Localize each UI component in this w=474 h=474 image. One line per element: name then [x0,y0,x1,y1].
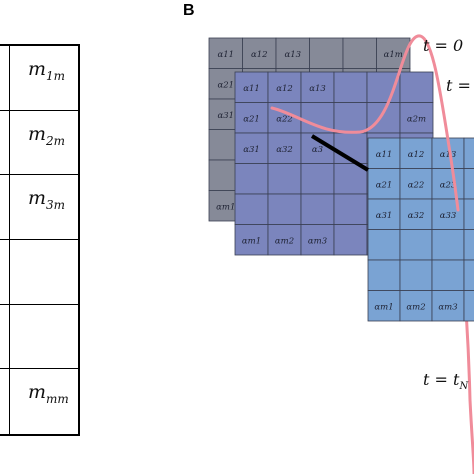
layer-middle-cell [234,224,269,256]
layer-back-cell [242,37,277,69]
layer-back-cell-label: α21 [217,80,234,90]
layer-front-cell [463,168,474,200]
matrix-a-cell-1: m1m [10,46,80,111]
layer-middle-cell-label: α11 [243,84,260,94]
layer-middle-cell-label: α13 [309,84,326,94]
layer-middle-cell-label: αm2 [275,236,294,246]
layer-middle-cell [234,132,269,164]
layer-middle-cell [234,163,269,195]
matrix-a-cell-5 [10,305,80,370]
layer-front-cell [367,137,401,169]
matrix-a-cell-3: m3m [10,175,80,240]
layer-front-cell [463,137,474,169]
layer-front-cell [399,137,433,169]
layer-back-cell-label: α31 [217,111,234,121]
connector-line-1 [310,134,370,172]
layer-front-cell [367,168,401,200]
layer-middle-cell-label: α32 [276,145,293,155]
layer-front-cell-label: α11 [376,150,393,160]
layer-front-cell [367,229,401,261]
matrix-a: m1m m2m m3m mmm [0,44,80,436]
time-label-t0: t = 0 [423,36,464,55]
layer-middle-cell-label: α2m [407,114,426,124]
layer-front-cell-label: α21 [376,180,393,190]
layer-front-cell [431,259,465,291]
matrix-a-gutter [0,304,10,370]
time-label-tN: t = tN [423,370,469,393]
matrix-a-gutter [0,239,10,305]
layer-front-cell [463,198,474,230]
layer-middle-cell [267,71,302,103]
layer-middle-cell [333,102,368,134]
layer-middle-cell [267,224,302,256]
layer-middle-cell [267,132,302,164]
layer-front-cell [463,259,474,291]
matrix-a-gutter [0,110,10,176]
layer-front-cell [399,229,433,261]
layer-middle-cell [300,193,335,225]
layer-front-cell-label: α12 [408,150,425,160]
layer-middle-cell-label: α31 [243,145,260,155]
layer-front-cell [367,290,401,322]
layer-middle-cell [267,163,302,195]
layer-middle-cell-label: αm3 [308,236,327,246]
layer-front-cell-label: α32 [408,211,425,221]
layer-back-cell [342,37,377,69]
layer-front-cell-label: αm3 [438,302,457,312]
layer-front-cell [399,198,433,230]
layer-middle-cell [399,71,434,103]
panel-label-b: B [183,2,195,19]
layer-middle-cell-label: α22 [276,114,293,124]
layer-middle-cell [300,163,335,195]
layer-front-cell-label: α22 [408,180,425,190]
layer-front-cell [367,198,401,230]
layer-middle-cell [234,102,269,134]
layer-middle-cell [234,193,269,225]
layer-back-cell [275,37,310,69]
layer-middle-cell-label: α3 [312,145,323,155]
layer-middle-cell-label: α12 [276,84,293,94]
layer-back-cell-label: α1m [384,50,403,60]
matrix-a-gutter [0,175,10,240]
layer-middle-cell [333,71,368,103]
layer-front: α11 α12 α13 α21 α22 α23 α31 α32 α33 αm1 αm2 αm3 [367,137,474,322]
layer-middle-cell [267,193,302,225]
layer-middle-cell [300,224,335,256]
layer-front-cell-label: αm2 [406,302,425,312]
matrix-a-gutter [0,46,10,111]
layer-front-cell-label: α13 [440,150,457,160]
layer-front-cell [431,229,465,261]
layer-back-cell-label: α13 [284,50,301,60]
layer-middle-cell [333,224,368,256]
layer-back-cell-label: αm1 [216,202,235,212]
layer-middle-cell [399,102,434,134]
layer-front-cell [399,290,433,322]
layer-middle-cell [333,193,368,225]
layer-front-cell [431,290,465,322]
layer-front-cell [367,259,401,291]
layer-front-cell-label: α31 [376,211,393,221]
trajectory-curve-upper [270,34,460,212]
time-label-t1: t = [446,76,471,95]
layer-front-cell [463,290,474,322]
layer-middle-cell [300,71,335,103]
matrix-a-cell-2: m2m [10,111,80,176]
layer-back-cell [309,37,344,69]
layer-back-cell-label: α12 [251,50,268,60]
layer-front-cell-label: αm1 [374,302,393,312]
matrix-a-cell-6: mmm [28,381,69,407]
layer-back-cell-label: α11 [217,50,234,60]
layer-middle-cell [234,71,269,103]
layer-front-cell-label: α33 [440,211,457,221]
matrix-a-gutter [0,369,10,434]
layer-front-cell-label: α23 [440,180,457,190]
layer-middle-cell-label: αm1 [242,236,261,246]
matrix-a-cell-4 [10,240,80,305]
layer-front-cell [463,229,474,261]
layer-front-cell [399,259,433,291]
layer-middle-cell-label: α21 [243,114,260,124]
